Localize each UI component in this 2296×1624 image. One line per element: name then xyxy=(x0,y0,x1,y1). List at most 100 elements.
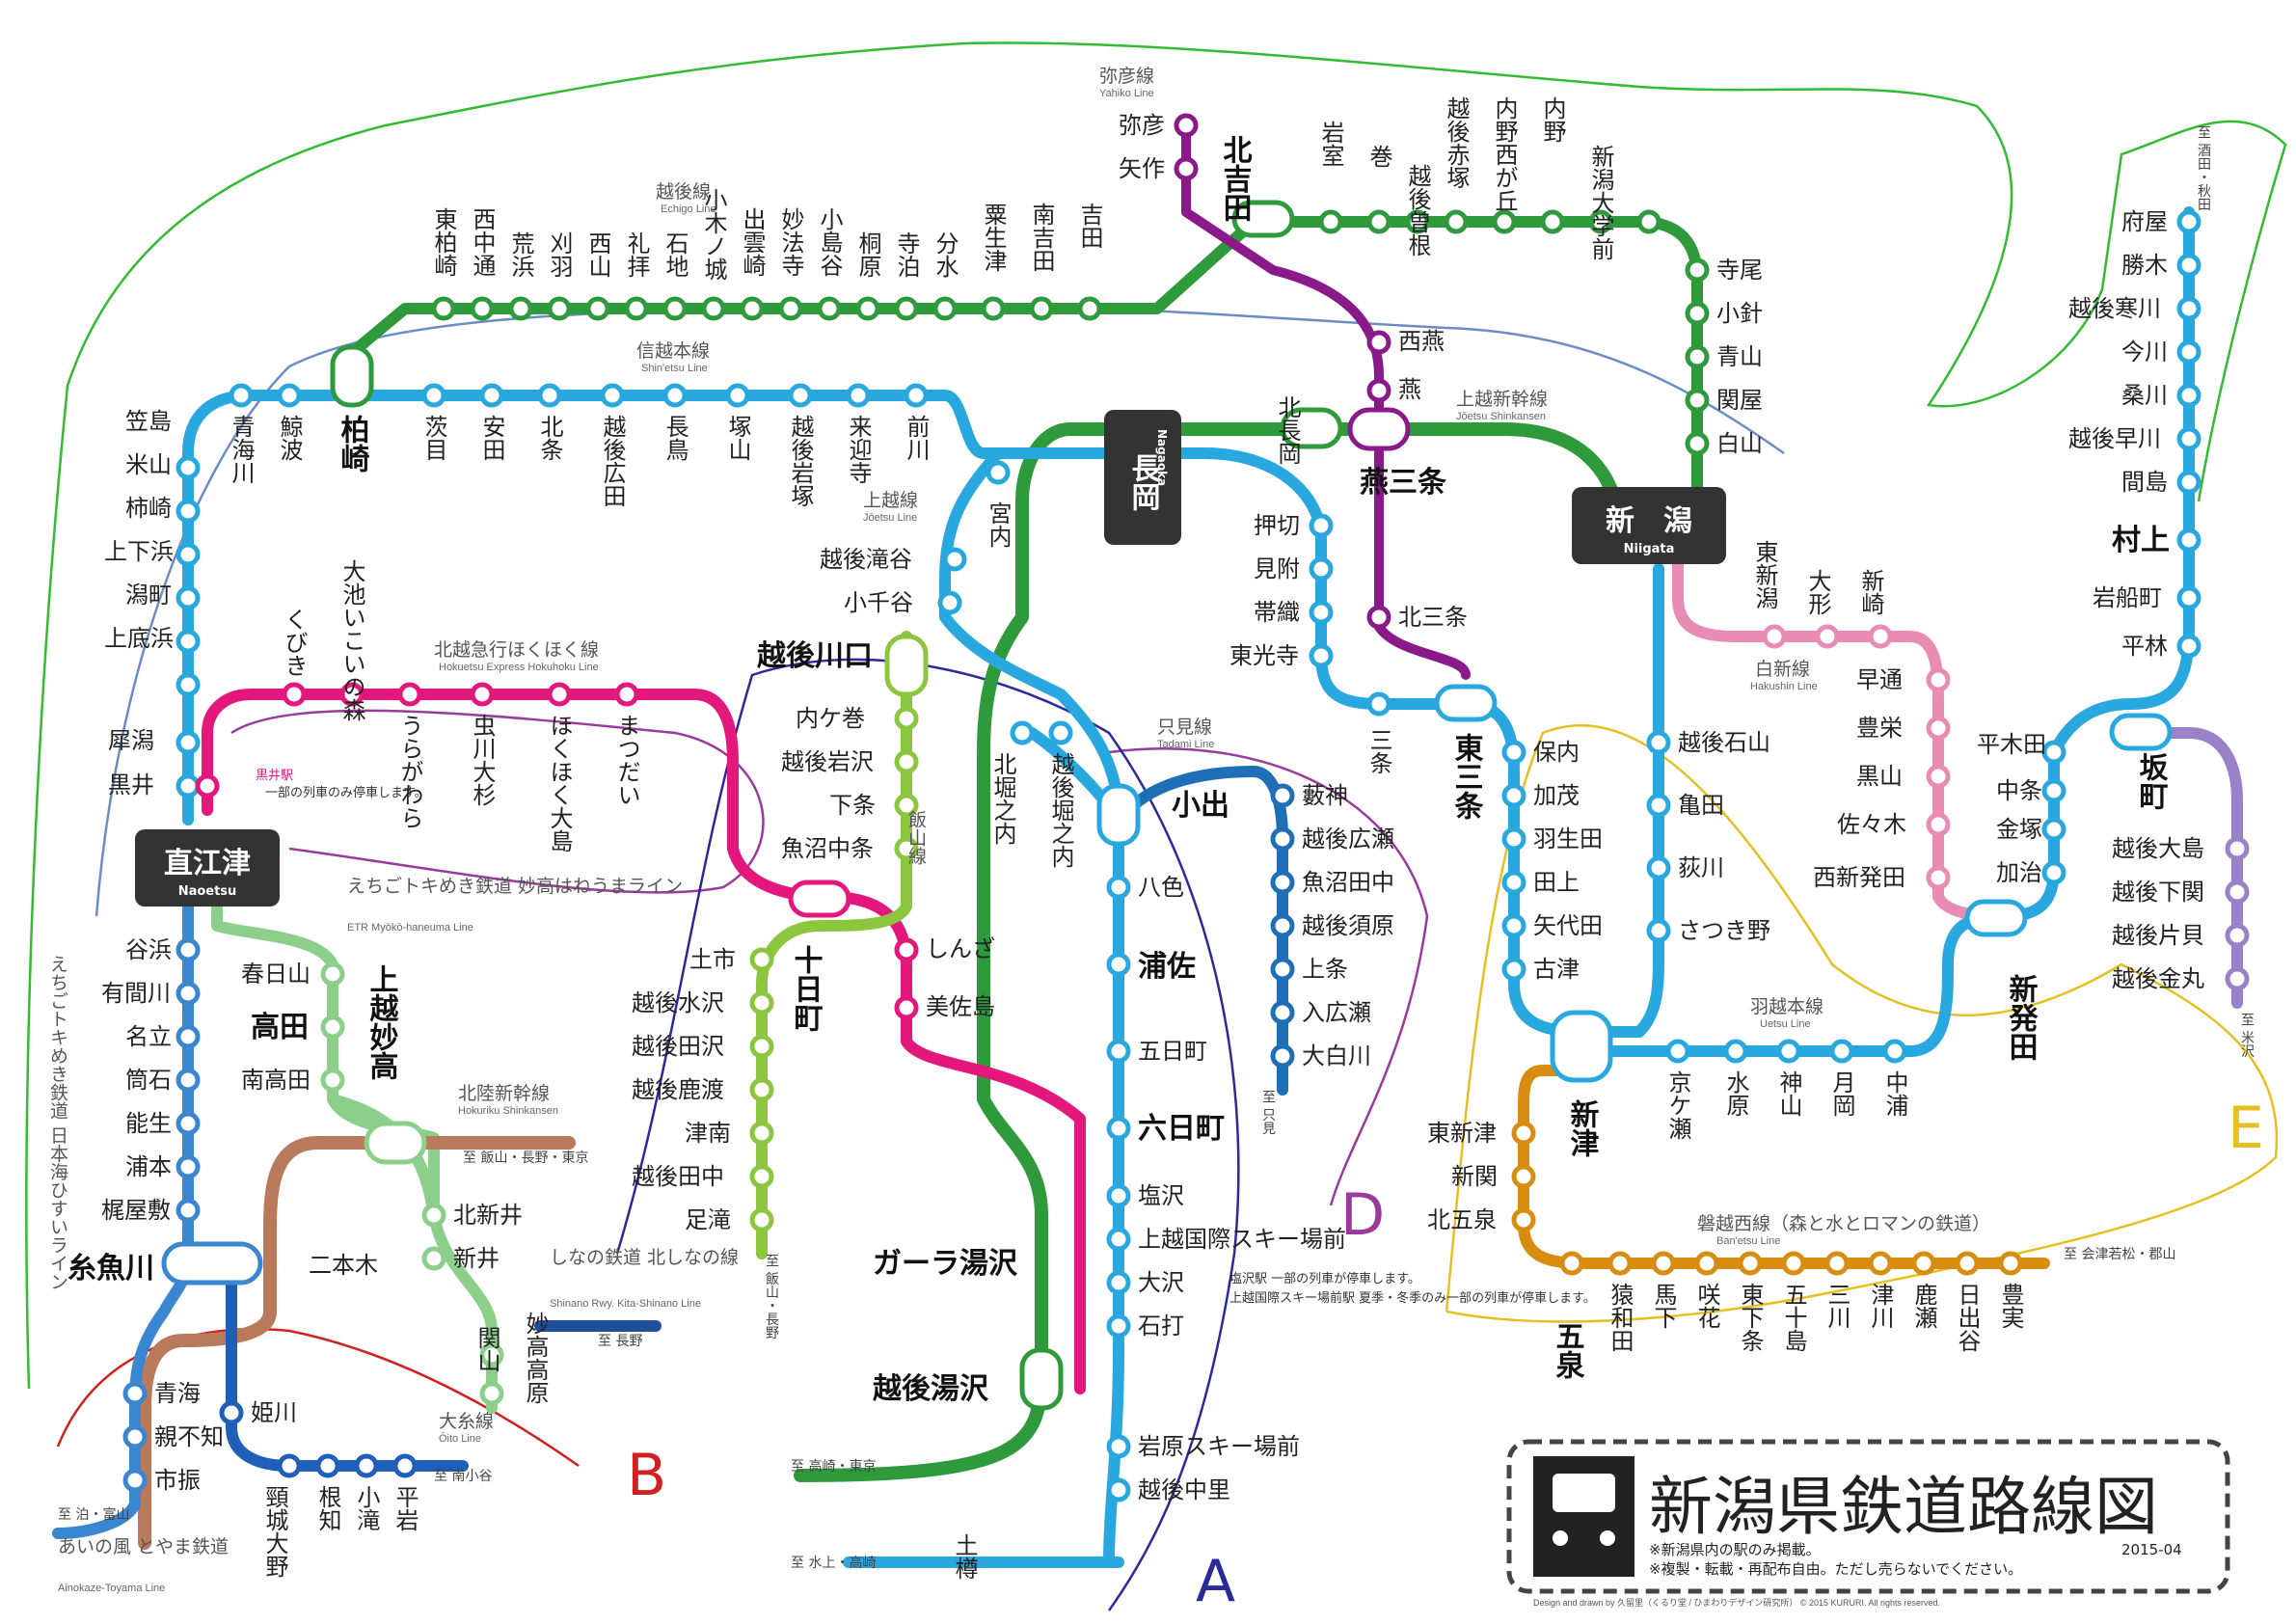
station-marker[interactable] xyxy=(1174,156,1199,181)
koide-transfer[interactable] xyxy=(1096,783,1141,847)
station-marker[interactable] xyxy=(1405,209,1430,234)
hub-box[interactable] xyxy=(1572,487,1726,564)
station-marker[interactable] xyxy=(392,1453,418,1478)
station-marker[interactable] xyxy=(749,1207,774,1232)
station-marker[interactable] xyxy=(1776,1039,1801,1064)
station-marker[interactable] xyxy=(1636,209,1661,234)
station-marker[interactable] xyxy=(1106,1434,1131,1459)
station-marker[interactable] xyxy=(1694,1251,1719,1276)
higashi-sanjo-transfer[interactable] xyxy=(1434,684,1498,722)
station-marker[interactable] xyxy=(2225,836,2250,861)
station-marker[interactable] xyxy=(1106,952,1131,977)
station-marker[interactable] xyxy=(1309,600,1334,625)
station-marker[interactable] xyxy=(1366,330,1391,355)
hub-box[interactable] xyxy=(135,829,280,907)
station-marker[interactable] xyxy=(1926,667,1951,692)
station-marker[interactable] xyxy=(1815,624,1840,649)
station-marker[interactable] xyxy=(1048,720,1073,745)
station-marker[interactable] xyxy=(1511,1164,1536,1189)
station-marker[interactable] xyxy=(749,947,774,972)
station-marker[interactable] xyxy=(1019,1347,1064,1411)
station-marker[interactable] xyxy=(855,296,880,321)
station-marker[interactable] xyxy=(1501,870,1526,895)
station-marker[interactable] xyxy=(176,937,201,962)
station-marker[interactable] xyxy=(1366,605,1391,630)
station-marker[interactable] xyxy=(1270,957,1295,982)
station-marker[interactable] xyxy=(1685,301,1710,326)
station-marker[interactable] xyxy=(470,682,495,707)
station-marker[interactable] xyxy=(277,383,302,408)
station-marker[interactable] xyxy=(1926,764,1951,789)
station-marker[interactable] xyxy=(282,682,307,707)
station-marker[interactable] xyxy=(1106,1116,1131,1141)
station-marker[interactable] xyxy=(2176,470,2201,495)
station-marker[interactable] xyxy=(1651,1251,1676,1276)
station-marker[interactable] xyxy=(1366,378,1391,403)
station-marker[interactable] xyxy=(1665,1039,1690,1064)
station-marker[interactable] xyxy=(1270,783,1295,808)
station-marker[interactable] xyxy=(1280,407,1343,449)
station-marker[interactable] xyxy=(701,296,726,321)
station-marker[interactable] xyxy=(176,455,201,480)
station-marker[interactable] xyxy=(1955,1251,1980,1276)
station-marker[interactable] xyxy=(817,296,842,321)
station-marker[interactable] xyxy=(431,296,456,321)
station-marker[interactable] xyxy=(421,383,446,408)
station-marker[interactable] xyxy=(1762,624,1787,649)
station-marker[interactable] xyxy=(1511,1121,1536,1146)
station-marker[interactable] xyxy=(1106,1477,1131,1502)
station-marker[interactable] xyxy=(1607,1251,1633,1276)
station-marker[interactable] xyxy=(1029,296,1054,321)
echigo-kawaguchi-transfer[interactable] xyxy=(884,634,929,697)
yoshida-transfer[interactable] xyxy=(1231,200,1295,238)
hub-naoetsu[interactable]: 直江津 Naoetsu xyxy=(135,829,280,907)
station-marker[interactable] xyxy=(749,1121,774,1146)
tsubame-sanjo-transfer[interactable] xyxy=(1347,407,1411,451)
station-marker[interactable] xyxy=(1444,209,1469,234)
station-marker[interactable] xyxy=(1926,716,1951,741)
station-marker[interactable] xyxy=(176,585,201,610)
station-marker[interactable] xyxy=(986,460,1011,485)
station-marker[interactable] xyxy=(176,981,201,1006)
station-marker[interactable] xyxy=(537,383,562,408)
station-marker[interactable] xyxy=(614,682,639,707)
station-marker[interactable] xyxy=(1685,431,1710,456)
station-marker[interactable] xyxy=(1106,1039,1131,1064)
station-marker[interactable] xyxy=(176,542,201,567)
niitsu-transfer[interactable] xyxy=(1550,1010,1613,1083)
station-marker[interactable] xyxy=(2225,880,2250,905)
station-marker[interactable] xyxy=(1106,1313,1131,1339)
station-marker[interactable] xyxy=(339,682,365,707)
station-marker[interactable] xyxy=(1501,913,1526,938)
station-marker[interactable] xyxy=(894,296,919,321)
station-marker[interactable] xyxy=(2041,817,2066,842)
itoigawa-transfer[interactable] xyxy=(161,1241,263,1286)
station-marker[interactable] xyxy=(2176,383,2201,408)
station-marker[interactable] xyxy=(479,383,504,408)
station-marker[interactable] xyxy=(1723,1039,1748,1064)
station-marker[interactable] xyxy=(176,629,201,654)
station-marker[interactable] xyxy=(1685,344,1710,369)
station-marker[interactable] xyxy=(1511,1207,1536,1232)
station-marker[interactable] xyxy=(585,296,610,321)
station-marker[interactable] xyxy=(894,937,919,962)
station-marker[interactable] xyxy=(1270,1043,1295,1069)
station-marker[interactable] xyxy=(176,1198,201,1223)
station-marker[interactable] xyxy=(1540,209,1565,234)
station-marker[interactable] xyxy=(1824,1251,1850,1276)
station-marker[interactable] xyxy=(176,499,201,524)
station-marker[interactable] xyxy=(2225,966,2250,991)
station-marker[interactable] xyxy=(1646,730,1671,755)
station-marker[interactable] xyxy=(176,1068,201,1093)
station-marker[interactable] xyxy=(1106,1183,1131,1208)
hub-nagaoka[interactable]: 長岡 Nagaoka xyxy=(1104,410,1181,545)
station-marker[interactable] xyxy=(1318,209,1343,234)
station-marker[interactable] xyxy=(2176,528,2201,553)
station-marker[interactable] xyxy=(2041,778,2066,803)
station-marker[interactable] xyxy=(176,672,201,697)
station-marker[interactable] xyxy=(2176,209,2201,234)
station-marker[interactable] xyxy=(1501,826,1526,852)
station-marker[interactable] xyxy=(725,383,750,408)
station-marker[interactable] xyxy=(421,1246,446,1271)
station-marker[interactable] xyxy=(1492,209,1517,234)
